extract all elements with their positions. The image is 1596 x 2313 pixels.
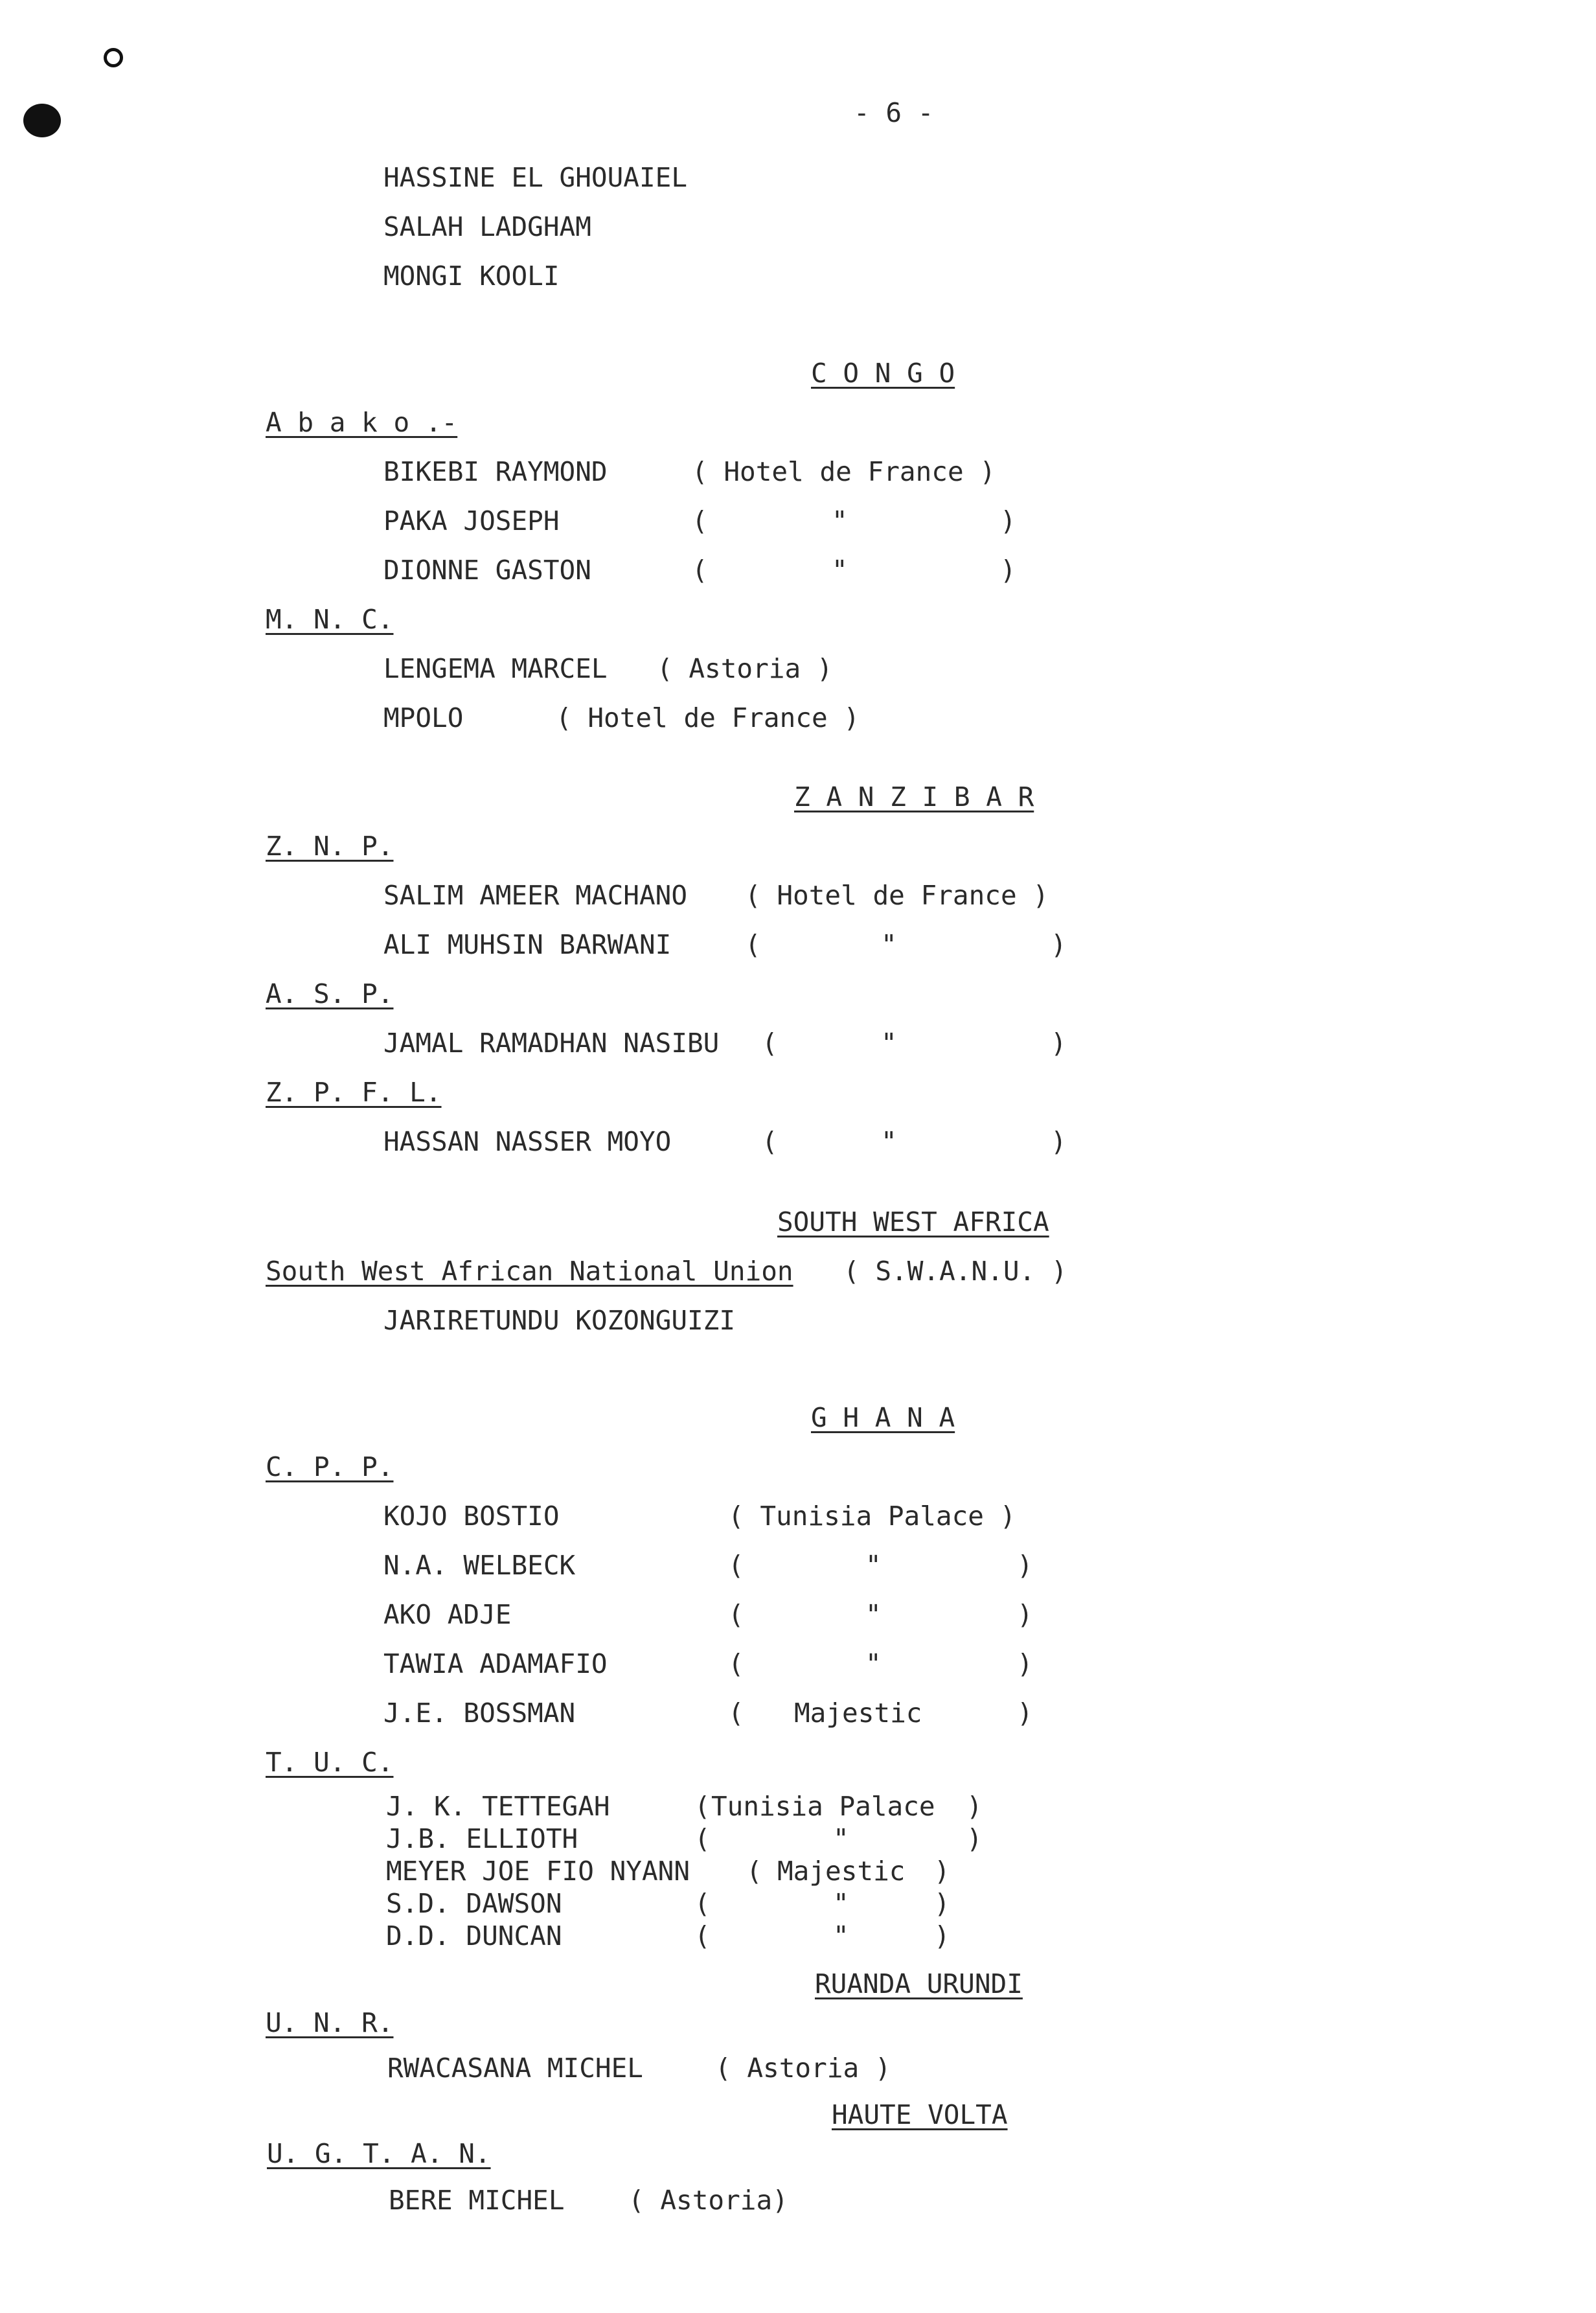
- paren-close: ): [966, 1791, 983, 1822]
- person-name: AKO ADJE: [383, 1599, 512, 1630]
- paren-close: ): [1017, 1648, 1033, 1679]
- paren-open: (: [762, 1126, 778, 1157]
- ditto-mark: ": [881, 929, 897, 960]
- person-name: JAMAL RAMADHAN NASIBU: [383, 1028, 720, 1059]
- hotel-name: ( Hotel de France ): [556, 702, 860, 733]
- person-name: D.D. DUNCAN: [386, 1920, 562, 1951]
- section-title-zanzibar: Z A N Z I B A R: [794, 781, 1034, 812]
- paren-open: (: [746, 1856, 762, 1887]
- hotel-name: ( Astoria ): [657, 653, 833, 684]
- paren-open: (: [728, 1697, 744, 1729]
- person-name: SALAH LADGHAM: [383, 211, 591, 242]
- person-name: SALIM AMEER MACHANO: [383, 880, 687, 911]
- person-name: DIONNE GASTON: [383, 555, 591, 586]
- hotel-name: ( Astoria): [628, 2185, 788, 2216]
- paren-close: ): [1017, 1697, 1033, 1729]
- hotel-name: ( Astoria ): [715, 2053, 891, 2084]
- section-title-south-west-africa: SOUTH WEST AFRICA: [777, 1206, 1049, 1237]
- person-name: LENGEMA MARCEL: [383, 653, 608, 684]
- party-label-abako: A b a k o .-: [266, 407, 458, 438]
- party-label-cpp: C. P. P.: [266, 1451, 394, 1482]
- paren-open: (: [728, 1599, 744, 1630]
- person-name: RWACASANA MICHEL: [387, 2053, 643, 2084]
- person-name: HASSAN NASSER MOYO: [383, 1126, 672, 1157]
- person-name: TAWIA ADAMAFIO: [383, 1648, 608, 1679]
- page-number: - 6 -: [854, 97, 934, 128]
- ditto-mark: ": [881, 1028, 897, 1059]
- person-name: N.A. WELBECK: [383, 1550, 576, 1581]
- ditto-mark: ": [865, 1550, 882, 1581]
- person-name: S.D. DAWSON: [386, 1888, 562, 1919]
- hotel-name: ( Tunisia Palace ): [728, 1501, 1016, 1532]
- paren-open: (: [694, 1920, 711, 1951]
- paren-open: (: [694, 1823, 711, 1854]
- party-label-unr: U. N. R.: [266, 2007, 394, 2038]
- person-name: HASSINE EL GHOUAIEL: [383, 162, 687, 193]
- person-name: BERE MICHEL: [389, 2185, 565, 2216]
- paren-open: (: [728, 1648, 744, 1679]
- paren-close: ): [1000, 505, 1016, 536]
- ditto-mark: ": [881, 1126, 897, 1157]
- party-label-asp: A. S. P.: [266, 978, 394, 1009]
- hotel-name: Majestic: [794, 1697, 922, 1729]
- party-label-zpfl: Z. P. F. L.: [266, 1077, 442, 1108]
- person-name: ALI MUHSIN BARWANI: [383, 929, 672, 960]
- paren-close: ): [934, 1856, 950, 1887]
- person-name: KOJO BOSTIO: [383, 1501, 560, 1532]
- hotel-name: ( Hotel de France ): [745, 880, 1049, 911]
- person-name: BIKEBI RAYMOND: [383, 456, 608, 487]
- paren-close: ): [1051, 1028, 1067, 1059]
- punch-hole-mark: [23, 104, 61, 137]
- paren-close: ): [1017, 1599, 1033, 1630]
- hotel-name: Majestic: [777, 1856, 906, 1887]
- paren-close: ): [934, 1888, 950, 1919]
- section-title-haute-volta: HAUTE VOLTA: [832, 2099, 1008, 2130]
- ditto-mark: ": [832, 505, 848, 536]
- paren-close: ): [1000, 555, 1016, 586]
- ink-mark: [104, 48, 123, 67]
- party-label-znp: Z. N. P.: [266, 831, 394, 862]
- ditto-mark: ": [865, 1648, 882, 1679]
- paren-open: (: [694, 1791, 711, 1822]
- person-name: J.B. ELLIOTH: [386, 1823, 578, 1854]
- ditto-mark: ": [833, 1888, 849, 1919]
- party-label-swanu: South West African National Union: [266, 1256, 793, 1287]
- paren-close: ): [1051, 1126, 1067, 1157]
- ditto-mark: ": [833, 1823, 849, 1854]
- paren-open: (: [762, 1028, 778, 1059]
- ditto-mark: ": [865, 1599, 882, 1630]
- party-label-tuc: T. U. C.: [266, 1747, 394, 1778]
- section-title-ruanda-urundi: RUANDA URUNDI: [815, 1968, 1023, 1999]
- hotel-name: Tunisia Palace: [711, 1791, 935, 1822]
- paren-open: (: [692, 555, 708, 586]
- paren-close: ): [966, 1823, 983, 1854]
- person-name: MEYER JOE FIO NYANN: [386, 1856, 690, 1887]
- person-name: PAKA JOSEPH: [383, 505, 560, 536]
- person-name: MONGI KOOLI: [383, 260, 560, 292]
- person-name: J.E. BOSSMAN: [383, 1697, 576, 1729]
- section-title-ghana: G H A N A: [811, 1402, 955, 1433]
- paren-open: (: [694, 1888, 711, 1919]
- party-label-mnc: M. N. C.: [266, 604, 394, 635]
- person-name: J. K. TETTEGAH: [386, 1791, 610, 1822]
- person-name: JARIRETUNDU KOZONGUIZI: [383, 1305, 736, 1336]
- party-label-ugtan: U. G. T. A. N.: [267, 2138, 491, 2169]
- ditto-mark: ": [833, 1920, 849, 1951]
- hotel-name: ( Hotel de France ): [692, 456, 996, 487]
- paren-open: (: [692, 505, 708, 536]
- person-name: MPOLO: [383, 702, 464, 733]
- paren-close: ): [1051, 929, 1067, 960]
- paren-open: (: [745, 929, 761, 960]
- party-abbreviation: ( S.W.A.N.U. ): [843, 1256, 1067, 1287]
- section-title-congo: C O N G O: [811, 358, 955, 389]
- paren-close: ): [934, 1920, 950, 1951]
- ditto-mark: ": [832, 555, 848, 586]
- paren-open: (: [728, 1550, 744, 1581]
- paren-close: ): [1017, 1550, 1033, 1581]
